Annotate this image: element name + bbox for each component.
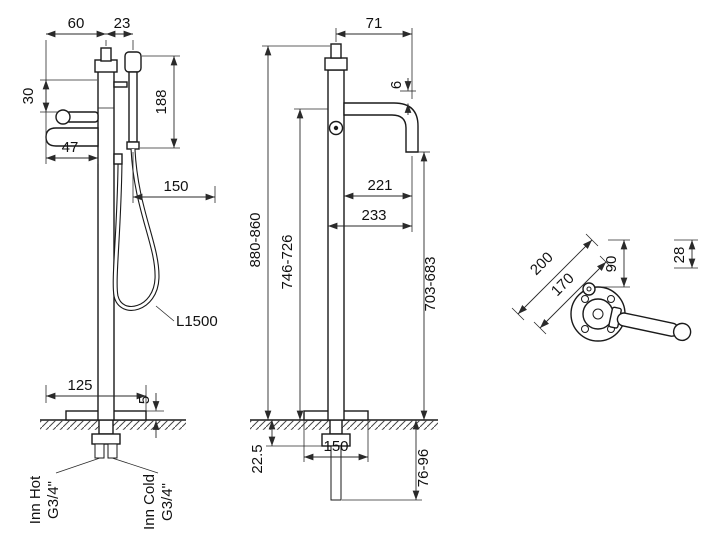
dim-703-683-label: 703-683 — [422, 256, 439, 311]
dim-200-label: 200 — [527, 249, 557, 279]
dim-28-label: 28 — [671, 247, 688, 264]
below-floor-stem — [98, 419, 114, 435]
dim-188-label: 188 — [153, 89, 170, 114]
dim-90-label: 90 — [603, 256, 620, 273]
side-fixture — [303, 43, 419, 501]
dim-6-label: 6 — [388, 81, 405, 89]
handshower-head — [124, 51, 142, 73]
plan-fixture — [570, 282, 692, 342]
dim-746-726-label: 746-726 — [279, 234, 296, 289]
side-view: 71 6 221 233 880-860 746-726 703-683 22.… — [247, 15, 439, 501]
inlet-pipe-hot — [94, 443, 105, 459]
diverter-knob-center — [586, 286, 592, 292]
diverter-knob — [100, 47, 112, 62]
mounting-nut — [91, 433, 121, 445]
column-cap-side — [324, 57, 348, 71]
lever-arm — [65, 111, 99, 123]
supply-pipe-side — [330, 445, 342, 501]
side-floor — [250, 419, 438, 430]
dim-221-label: 221 — [367, 177, 392, 194]
below-floor-stem-side — [329, 419, 343, 435]
front-fixture — [45, 47, 160, 459]
dim-880-860-label: 880-860 — [247, 212, 264, 267]
shower-holder — [113, 81, 128, 88]
inlet-cold-thread-label: G3/4" — [159, 483, 176, 521]
shower-hose — [112, 148, 160, 311]
inlet-hot-thread-label: G3/4" — [45, 481, 62, 519]
riser-column — [97, 69, 115, 421]
plan-view: 200 170 90 28 — [511, 233, 698, 342]
lever-knob — [55, 109, 71, 125]
dim-233-label: 233 — [361, 207, 386, 224]
spout-side — [343, 102, 419, 153]
handshower-nut — [126, 141, 140, 150]
dim-23-label: 23 — [114, 15, 131, 32]
inlet-pipe-cold — [107, 443, 118, 459]
dim-30-label: 30 — [20, 88, 37, 105]
side-dimensions: 71 6 221 233 880-860 746-726 703-683 22.… — [247, 15, 439, 501]
column-cap — [94, 59, 118, 73]
inlet-hot-label: Inn Hot — [27, 475, 44, 524]
dim-base-150-label: 150 — [323, 438, 348, 455]
dim-60-label: 60 — [68, 15, 85, 32]
dim-47-label: 47 — [62, 139, 79, 156]
dim-150-label: 150 — [163, 178, 188, 195]
lever-end-cap — [672, 322, 692, 342]
hose-length-label: L1500 — [176, 313, 218, 330]
flange-hole — [581, 295, 589, 303]
inlet-cold-label: Inn Cold — [141, 474, 158, 530]
lever-axis-dot — [333, 125, 339, 131]
flange-hole — [607, 295, 615, 303]
lever-plan — [608, 306, 692, 342]
flange-hole — [581, 325, 589, 333]
diverter-knob-side — [330, 43, 342, 59]
front-dimensions: 60 23 30 188 47 150 L1500 125 — [20, 15, 218, 530]
dim-71-label: 71 — [366, 15, 383, 32]
dim-76-96-label: 76-96 — [415, 449, 432, 487]
front-view: 60 23 30 188 47 150 L1500 125 — [20, 15, 218, 530]
cartridge-center — [592, 308, 604, 320]
dim-125-label: 125 — [67, 377, 92, 394]
dim-22-5-label: 22.5 — [249, 444, 266, 473]
handshower-wand — [128, 71, 138, 143]
hose-fitting — [113, 153, 123, 165]
dim-5-label: 5 — [136, 396, 153, 404]
lever-handle — [616, 312, 680, 337]
